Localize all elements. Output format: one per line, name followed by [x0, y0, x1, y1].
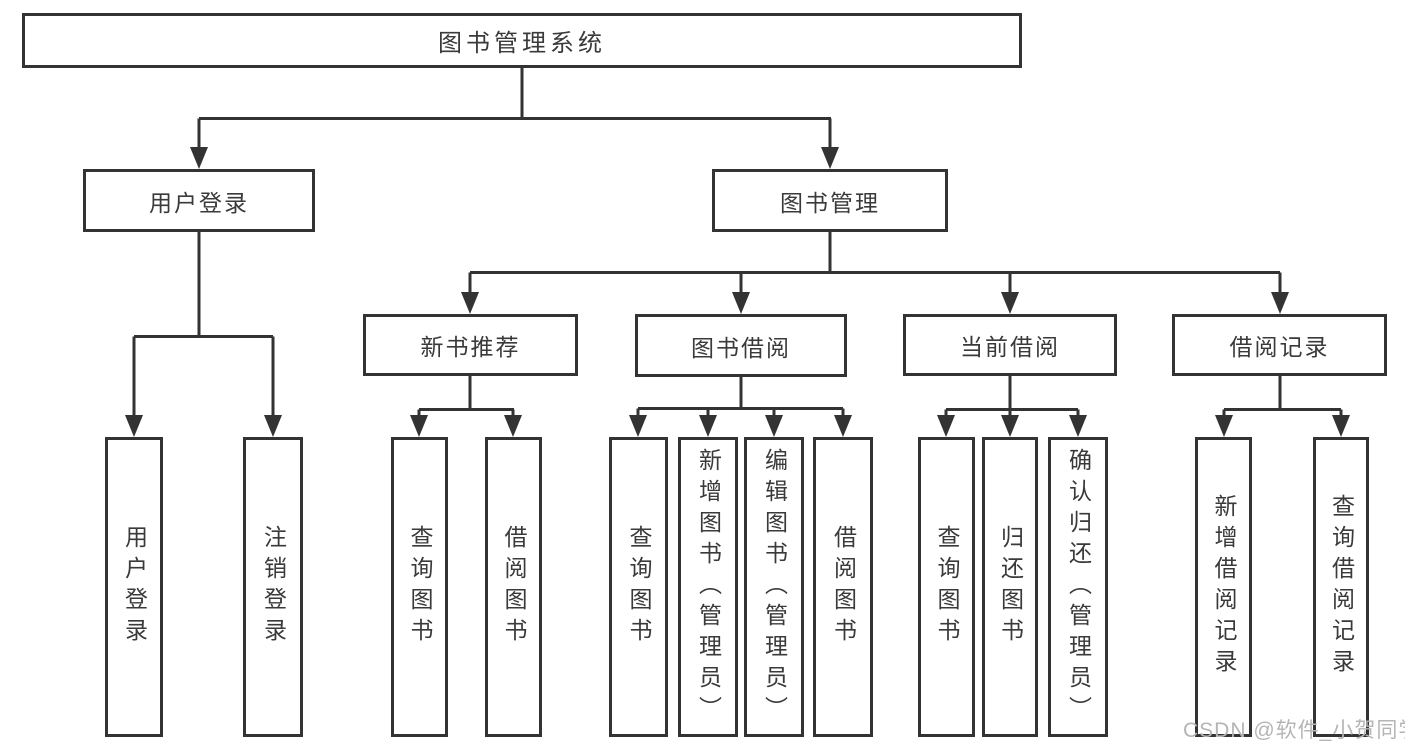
connector-root-to-level2 [190, 68, 839, 169]
leaf-borrow-book: 借阅图书 [813, 437, 873, 737]
watermark: CSDN @软件_小贺同学 [1183, 719, 1405, 742]
leaf-label: 新增借阅记录 [1211, 494, 1237, 680]
leaf-label: 查询图书 [407, 525, 433, 649]
node-book-borrow: 图书借阅 [635, 314, 847, 377]
leaf-label: 查询借阅记录 [1328, 494, 1355, 680]
leaf-label: 确认归还（管理员） [1065, 447, 1092, 727]
root-label: 图书管理系统 [438, 30, 606, 57]
arrowhead-down-icon [732, 292, 750, 314]
leaf-label: 查询图书 [626, 525, 652, 649]
arrowhead-down-icon [821, 147, 839, 169]
leaf-label: 归还图书 [997, 525, 1024, 649]
node-label: 借阅记录 [1229, 334, 1330, 360]
leaf-logout-login: 注销登录 [243, 437, 303, 737]
arrowhead-down-icon [699, 415, 717, 437]
leaf-user-login: 用户登录 [105, 437, 163, 737]
leaf-label: 用户登录 [121, 525, 148, 649]
connector-user-login-to-leaves [125, 232, 282, 437]
node-label: 图书管理 [780, 189, 880, 216]
leaf-label: 查询图书 [934, 525, 960, 649]
connector-borrow-records-to-leaves [1215, 376, 1350, 437]
leaf-add-book-admin: 新增图书（管理员） [678, 437, 738, 737]
leaf-label: 编辑图书（管理员） [761, 447, 788, 727]
arrowhead-down-icon [1332, 415, 1350, 437]
node-root: 图书管理系统 [22, 13, 1022, 68]
arrowhead-down-icon [504, 415, 522, 437]
arrowhead-down-icon [1001, 415, 1019, 437]
node-label: 用户登录 [149, 189, 249, 216]
node-book-management: 图书管理 [712, 169, 948, 232]
connector-book-management-to-level3 [461, 232, 1289, 314]
node-user-login: 用户登录 [83, 169, 315, 232]
leaf-query-book-borrow: 查询图书 [609, 437, 668, 737]
leaf-return-book: 归还图书 [982, 437, 1038, 737]
connector-book-borrow-to-leaves [629, 377, 852, 437]
leaf-borrow-book-recommend: 借阅图书 [485, 437, 542, 737]
leaf-query-book-recommend: 查询图书 [391, 437, 448, 737]
leaf-confirm-return-admin: 确认归还（管理员） [1048, 437, 1108, 737]
leaf-add-borrow-record: 新增借阅记录 [1195, 437, 1252, 737]
leaf-label: 新增图书（管理员） [695, 447, 722, 727]
connector-current-borrow-to-leaves [937, 376, 1087, 437]
arrowhead-down-icon [1271, 292, 1289, 314]
leaf-query-borrow-record: 查询借阅记录 [1313, 437, 1369, 737]
leaf-edit-book-admin: 编辑图书（管理员） [744, 437, 804, 737]
arrowhead-down-icon [765, 415, 783, 437]
node-new-book-recommend: 新书推荐 [363, 314, 578, 376]
arrowhead-down-icon [937, 415, 955, 437]
node-label: 当前借阅 [960, 334, 1060, 360]
leaf-label: 注销登录 [260, 525, 287, 649]
arrowhead-down-icon [190, 147, 208, 169]
node-label: 新书推荐 [420, 334, 521, 360]
arrowhead-down-icon [410, 415, 428, 437]
arrowhead-down-icon [1215, 415, 1233, 437]
leaf-query-book-current: 查询图书 [918, 437, 975, 737]
arrowhead-down-icon [1001, 292, 1019, 314]
arrowhead-down-icon [629, 415, 647, 437]
arrowhead-down-icon [1069, 415, 1087, 437]
node-borrow-records: 借阅记录 [1172, 314, 1387, 376]
arrowhead-down-icon [461, 292, 479, 314]
connector-new-book-recommend-to-leaves [410, 376, 522, 437]
arrowhead-down-icon [834, 415, 852, 437]
arrowhead-down-icon [264, 415, 282, 437]
node-label: 图书借阅 [691, 334, 791, 361]
leaf-label: 借阅图书 [501, 525, 527, 649]
leaf-label: 借阅图书 [830, 525, 857, 649]
node-current-borrow: 当前借阅 [903, 314, 1117, 376]
arrowhead-down-icon [125, 415, 143, 437]
